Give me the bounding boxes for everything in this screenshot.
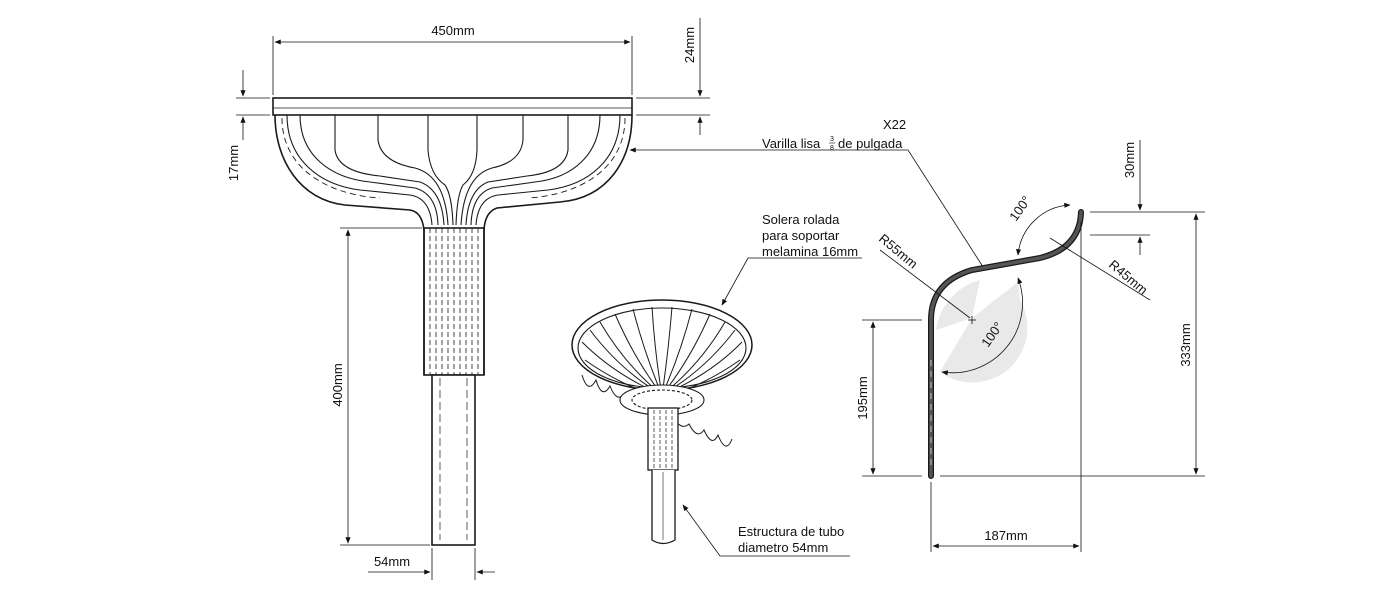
callout-rod-frac-num: 3 (830, 136, 834, 143)
front-dimensions (236, 18, 710, 580)
profile-dimensions (862, 140, 1205, 552)
callout-rod-frac-den: 8 (830, 145, 834, 152)
callout-tube-line2: diametro 54mm (738, 540, 828, 555)
dim-top-width: 450mm (431, 23, 474, 38)
dim-angle-upper: 100° (1006, 193, 1034, 224)
callout-rod-desc-after: de pulgada (838, 136, 903, 151)
dim-tip-length: 30mm (1122, 142, 1137, 178)
dim-rim-thickness: 24mm (682, 27, 697, 63)
callout-plate-line3: melamina 16mm (762, 244, 858, 259)
callout-plate-line2: para soportar (762, 228, 840, 243)
top-plate (272, 97, 633, 116)
column-rods (429, 228, 479, 375)
dim-lower-height: 195mm (855, 376, 870, 419)
dim-tube-diameter: 54mm (374, 554, 410, 569)
dim-column-height: 400mm (330, 363, 345, 406)
dim-horizontal-offset: 187mm (984, 528, 1027, 543)
bowl-outline (274, 114, 633, 375)
isometric-view (571, 299, 753, 545)
dim-radius-lower: R55mm (876, 231, 921, 272)
callout-rod-count: X22 (883, 117, 906, 132)
dim-rim-depth: 17mm (226, 145, 241, 181)
callout-plate-line1: Solera rolada (762, 212, 840, 227)
front-view (272, 97, 633, 546)
rod-profile (928, 209, 1084, 479)
callout-tube-line1: Estructura de tubo (738, 524, 844, 539)
dim-total-height: 333mm (1178, 323, 1193, 366)
iso-leaders (629, 147, 986, 557)
front-rods (286, 114, 621, 226)
callout-rod-desc-before: Varilla lisa (762, 136, 821, 151)
support-tube (431, 374, 476, 546)
